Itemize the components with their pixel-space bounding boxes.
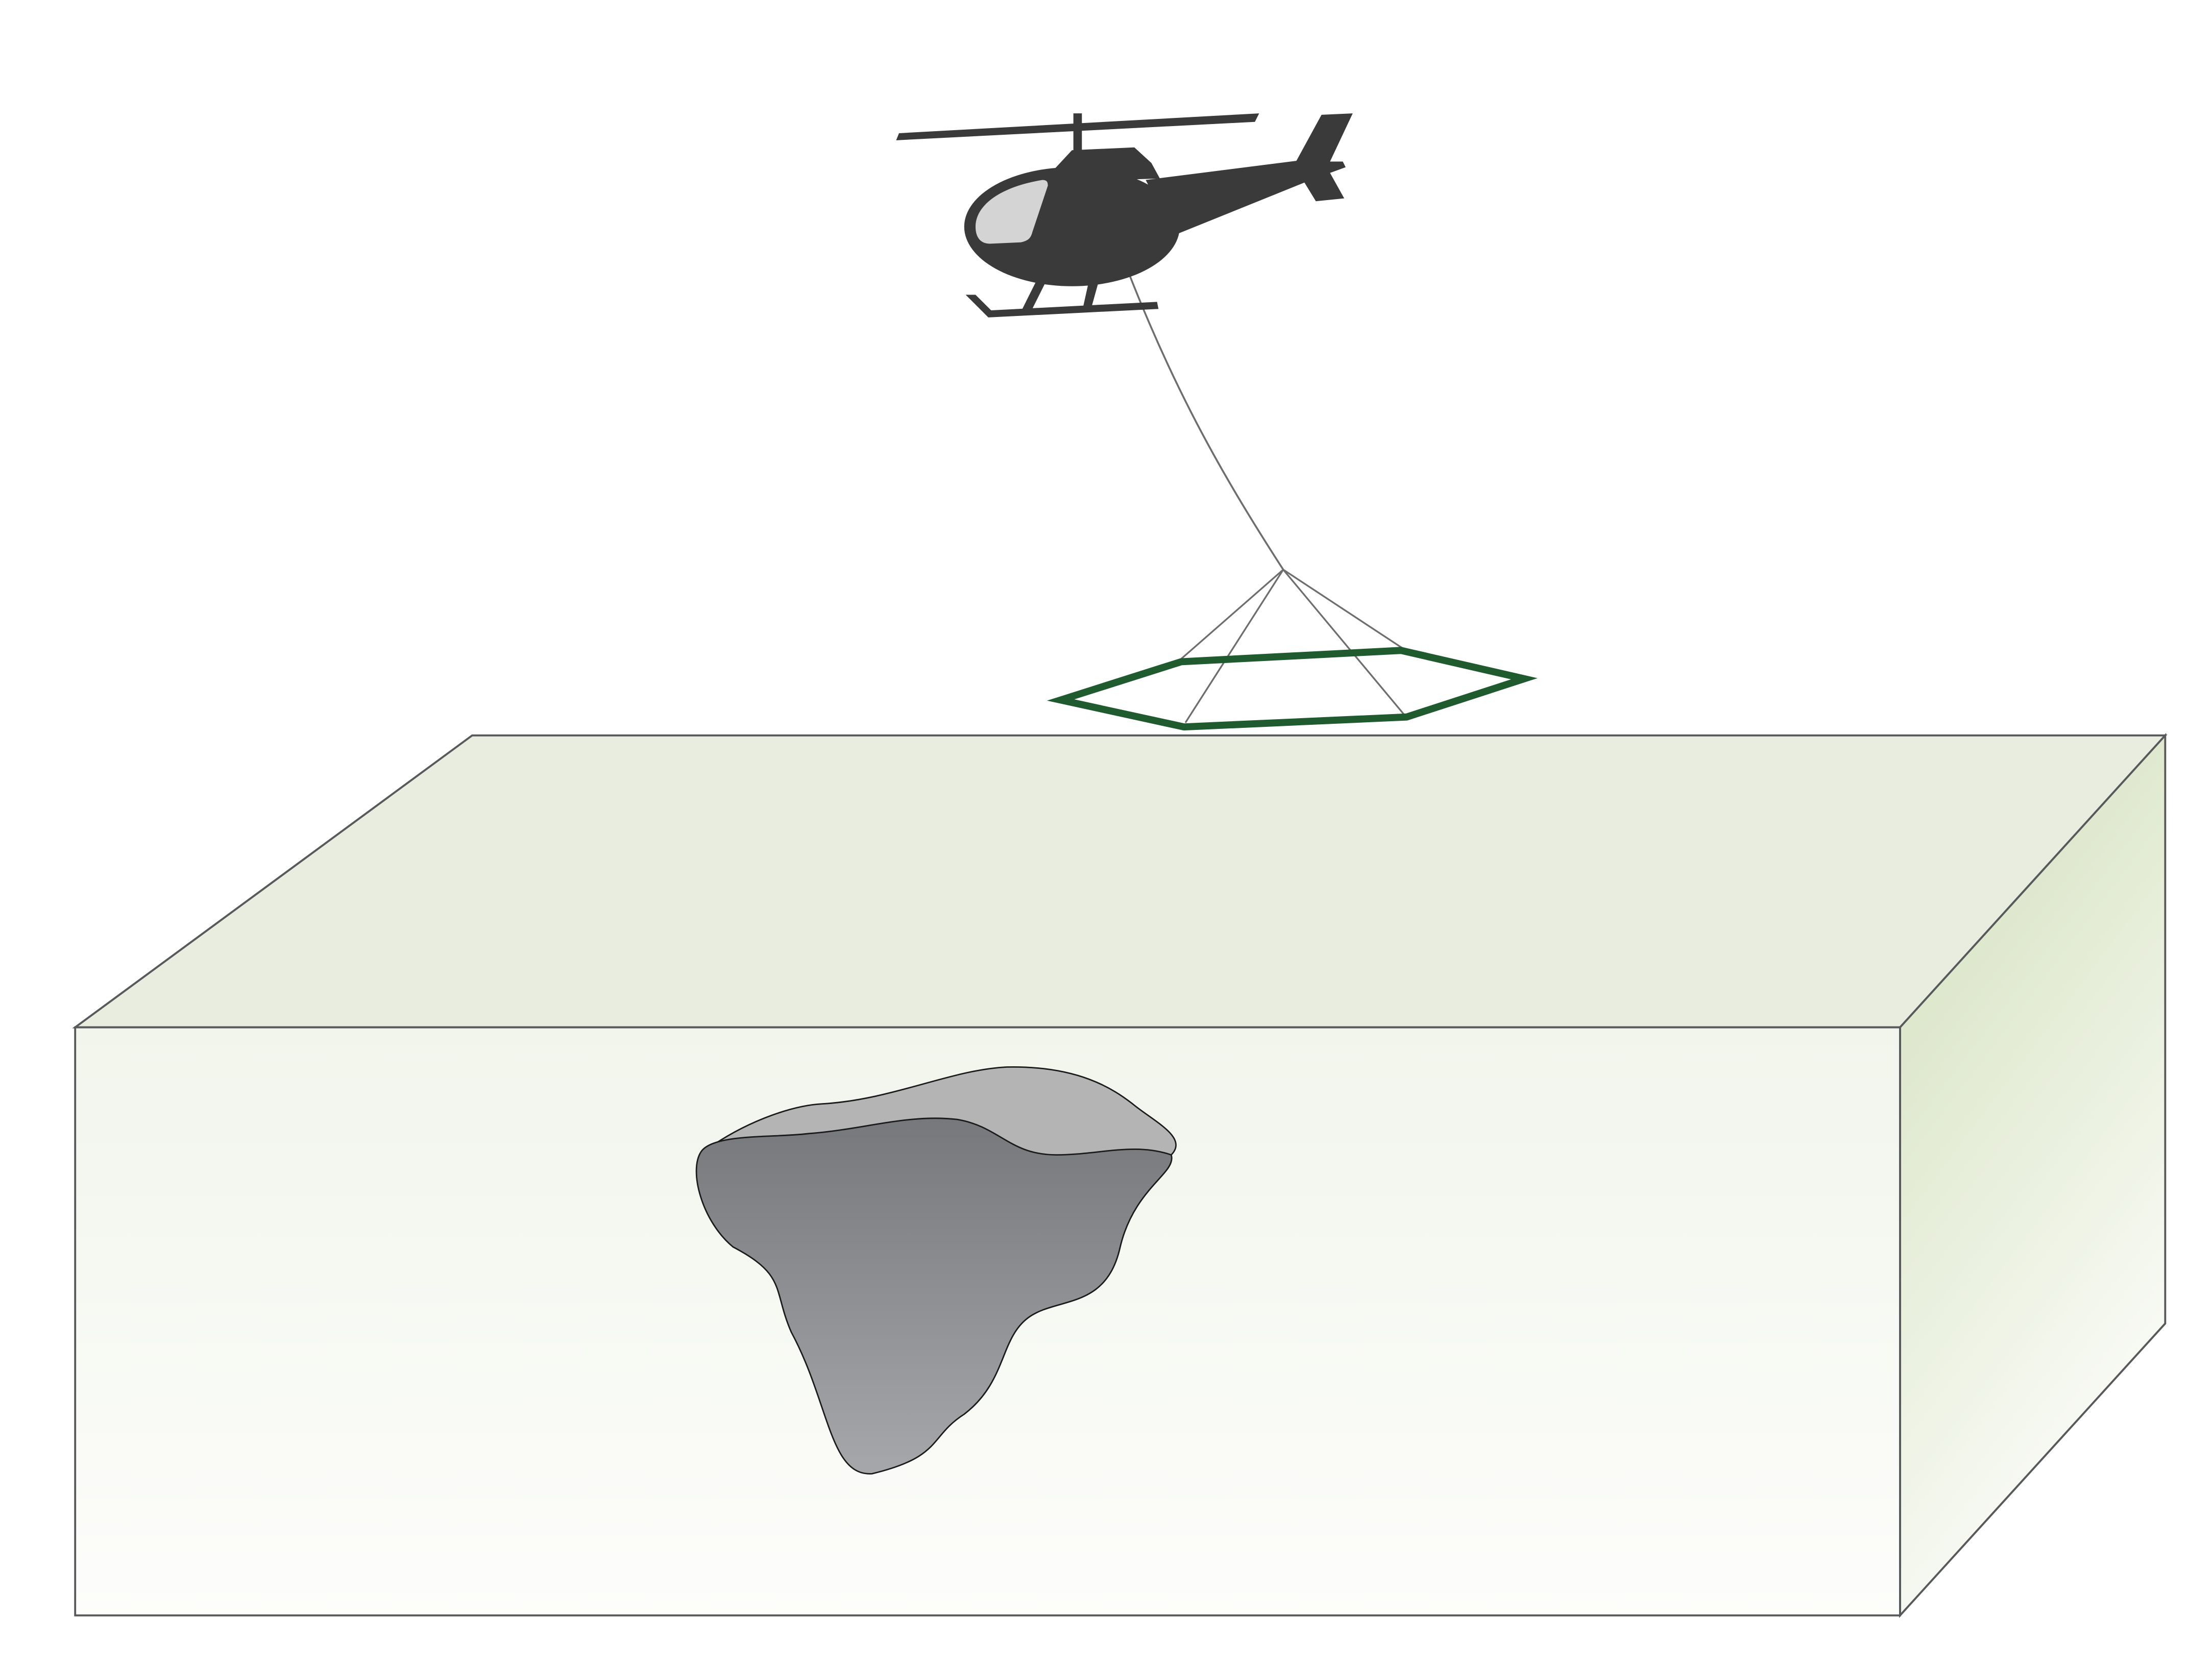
rigging-line-1 <box>1180 569 1284 660</box>
helicopter-icon <box>896 113 1353 317</box>
helicopter-landing-skid <box>965 295 1159 317</box>
ground-block-top-face <box>72 734 2168 1029</box>
transmitter-loop <box>1047 647 1538 731</box>
rigging-line-2 <box>1282 569 1404 650</box>
helicopter-tail-boom <box>1146 160 1307 235</box>
helicopter-skid-strut-front <box>1022 280 1047 309</box>
orebody-body <box>695 1117 1173 1475</box>
tow-cable-assembly <box>1126 268 1405 723</box>
rigging-line-4 <box>1282 569 1405 715</box>
rigging-line-3 <box>1184 569 1284 723</box>
helicopter-tail-fin <box>1296 113 1353 202</box>
helicopter-window <box>975 180 1048 244</box>
helicopter-rotor-mast <box>1073 113 1082 151</box>
orebody <box>695 1066 1177 1475</box>
helicopter-skid-strut-rear <box>1083 280 1099 306</box>
tow-cable <box>1126 268 1284 570</box>
